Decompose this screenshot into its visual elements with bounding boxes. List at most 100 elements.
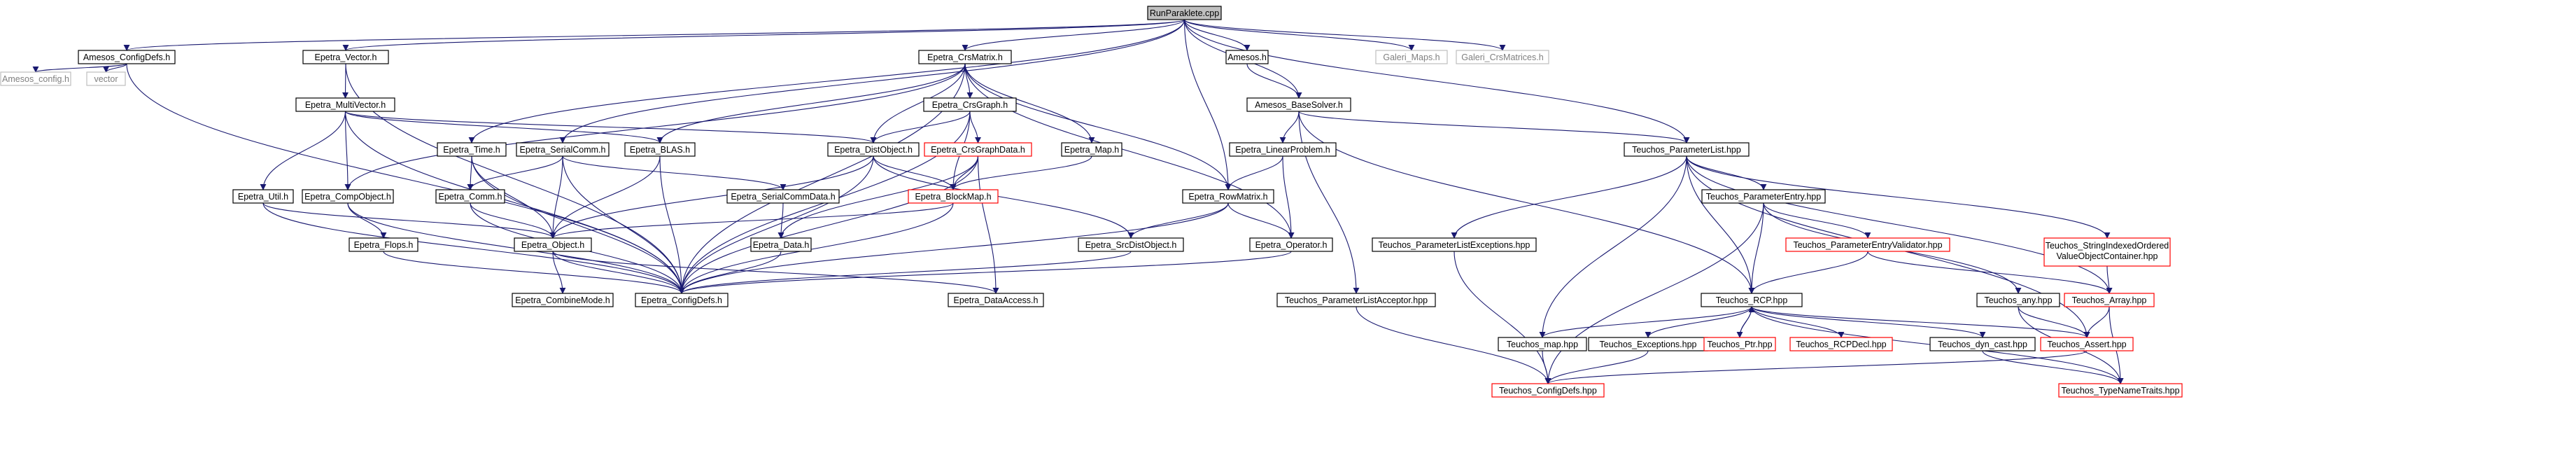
- node-epetra-comp-object[interactable]: Epetra_CompObject.h: [302, 189, 394, 204]
- node-epetra-config-defs[interactable]: Epetra_ConfigDefs.h: [635, 293, 729, 307]
- node-box: [1498, 337, 1587, 351]
- edge-teuchos-rcp-to-teuchos-exceptions: [1645, 306, 1752, 338]
- edge-epetra-dist-object-to-epetra-config-defs: [678, 155, 874, 294]
- edge-run-paraklete-to-epetra-time: [468, 19, 1185, 144]
- node-teuchos-parameter-list-acceptor[interactable]: Teuchos_ParameterListAcceptor.hpp: [1276, 293, 1436, 307]
- edge-amesos-base-solver-to-epetra-linear-problem: [1279, 111, 1300, 144]
- node-box: [349, 237, 418, 252]
- node-epetra-serial-comm[interactable]: Epetra_SerialComm.h: [516, 142, 610, 157]
- node-amesos-config-defs[interactable]: Amesos_ConfigDefs.h: [78, 50, 176, 64]
- edge-teuchos-parameter-entry-to-teuchos-parameter-entry-validator: [1763, 202, 1871, 239]
- node-galeri-crs-matrices[interactable]: Galeri_CrsMatrices.h: [1456, 50, 1549, 64]
- node-vector[interactable]: vector: [86, 71, 126, 86]
- node-box: [1249, 237, 1333, 252]
- node-amesos-h[interactable]: Amesos.h: [1225, 50, 1269, 64]
- edge-epetra-serial-comm-data-to-epetra-data: [777, 202, 784, 239]
- node-box: [1701, 293, 1803, 307]
- node-teuchos-ptr[interactable]: Teuchos_Ptr.hpp: [1703, 337, 1776, 351]
- node-teuchos-any[interactable]: Teuchos_any.hpp: [1976, 293, 2060, 307]
- node-epetra-blas[interactable]: Epetra_BLAS.h: [624, 142, 696, 157]
- node-epetra-operator[interactable]: Epetra_Operator.h: [1249, 237, 1333, 252]
- node-label: Epetra_Object.h: [521, 240, 584, 250]
- node-teuchos-config-defs[interactable]: Teuchos_ConfigDefs.hpp: [1491, 383, 1605, 398]
- node-epetra-serial-comm-data[interactable]: Epetra_SerialCommData.h: [726, 189, 840, 204]
- edge-run-paraklete-to-epetra-crs-matrix: [962, 19, 1185, 51]
- node-teuchos-map[interactable]: Teuchos_map.hpp: [1498, 337, 1587, 351]
- node-label: Teuchos_RCPDecl.hpp: [1796, 340, 1886, 349]
- node-box: [435, 189, 505, 204]
- edge-teuchos-rcp-to-teuchos-dyn-cast: [1751, 306, 1986, 338]
- node-label: Epetra_CrsMatrix.h: [927, 53, 1003, 62]
- node-teuchos-string-indexed[interactable]: Teuchos_StringIndexedOrderedValueObjectC…: [2043, 237, 2171, 267]
- edge-epetra-operator-to-epetra-config-defs: [678, 251, 1292, 294]
- node-epetra-comm[interactable]: Epetra_Comm.h: [435, 189, 505, 204]
- node-epetra-crs-graph-data[interactable]: Epetra_CrsGraphData.h: [924, 142, 1032, 157]
- node-teuchos-dyn-cast[interactable]: Teuchos_dyn_cast.hpp: [1929, 337, 2036, 351]
- node-label: Epetra_Vector.h: [315, 53, 377, 62]
- node-epetra-combine-mode[interactable]: Epetra_CombineMode.h: [512, 293, 614, 307]
- node-epetra-data[interactable]: Epetra_Data.h: [750, 237, 812, 252]
- node-box: [1225, 50, 1269, 64]
- node-teuchos-exceptions[interactable]: Teuchos_Exceptions.hpp: [1588, 337, 1708, 351]
- edge-epetra-data-to-epetra-config-defs: [678, 251, 782, 294]
- edge-amesos-h-to-amesos-base-solver: [1246, 63, 1302, 99]
- node-epetra-map[interactable]: Epetra_Map.h: [1061, 142, 1122, 157]
- node-box: [918, 50, 1012, 64]
- node-epetra-block-map[interactable]: Epetra_BlockMap.h: [908, 189, 999, 204]
- node-teuchos-parameter-entry[interactable]: Teuchos_ParameterEntry.hpp: [1701, 189, 1826, 204]
- node-epetra-row-matrix[interactable]: Epetra_RowMatrix.h: [1182, 189, 1274, 204]
- node-galeri-maps[interactable]: Galeri_Maps.h: [1375, 50, 1448, 64]
- node-run-paraklete[interactable]: RunParaklete.cpp: [1147, 6, 1222, 20]
- node-box: [302, 50, 389, 64]
- node-teuchos-parameter-entry-validator[interactable]: Teuchos_ParameterEntryValidator.hpp: [1785, 237, 1950, 252]
- node-epetra-multi-vector[interactable]: Epetra_MultiVector.h: [295, 97, 395, 112]
- edge-epetra-crs-graph-data-to-epetra-block-map: [950, 155, 979, 190]
- node-teuchos-rcp[interactable]: Teuchos_RCP.hpp: [1701, 293, 1803, 307]
- node-label: Epetra_SerialCommData.h: [731, 192, 835, 202]
- node-box: [0, 71, 71, 86]
- node-label: Teuchos_ConfigDefs.hpp: [1499, 386, 1597, 396]
- node-epetra-flops[interactable]: Epetra_Flops.h: [349, 237, 418, 252]
- node-epetra-time[interactable]: Epetra_Time.h: [437, 142, 507, 157]
- edge-teuchos-map-to-teuchos-config-defs: [1542, 350, 1551, 384]
- edge-epetra-serial-comm-to-epetra-config-defs: [562, 155, 685, 294]
- node-box: [1147, 6, 1222, 20]
- node-teuchos-rcp-decl[interactable]: Teuchos_RCPDecl.hpp: [1789, 337, 1893, 351]
- node-epetra-crs-graph[interactable]: Epetra_CrsGraph.h: [923, 97, 1017, 112]
- node-epetra-src-dist-object[interactable]: Epetra_SrcDistObject.h: [1078, 237, 1184, 252]
- node-label: Teuchos_ParameterEntry.hpp: [1706, 192, 1821, 202]
- edge-epetra-blas-to-epetra-object: [549, 155, 661, 239]
- node-epetra-crs-matrix[interactable]: Epetra_CrsMatrix.h: [918, 50, 1012, 64]
- node-teuchos-assert[interactable]: Teuchos_Assert.hpp: [2040, 337, 2134, 351]
- node-teuchos-array[interactable]: Teuchos_Array.hpp: [2064, 293, 2155, 307]
- edge-teuchos-parameter-list-to-teuchos-array: [1686, 155, 2113, 294]
- node-amesos-config[interactable]: Amesos_config.h: [0, 71, 71, 86]
- node-teuchos-parameter-list[interactable]: Teuchos_ParameterList.hpp: [1624, 142, 1750, 157]
- node-epetra-data-access[interactable]: Epetra_DataAccess.h: [948, 293, 1044, 307]
- edge-teuchos-parameter-list-to-teuchos-parameter-entry: [1686, 155, 1767, 190]
- edge-epetra-crs-matrix-to-epetra-comp-object: [344, 63, 966, 190]
- node-teuchos-type-name-traits[interactable]: Teuchos_TypeNameTraits.hpp: [2058, 383, 2183, 398]
- node-amesos-base-solver[interactable]: Amesos_BaseSolver.h: [1246, 97, 1351, 112]
- node-epetra-linear-problem[interactable]: Epetra_LinearProblem.h: [1229, 142, 1337, 157]
- node-box: [2043, 237, 2171, 267]
- edge-epetra-dist-object-to-epetra-src-dist-object: [873, 155, 1134, 239]
- edge-run-paraklete-to-galeri-crs-matrices: [1183, 19, 1506, 51]
- node-box: [1624, 142, 1750, 157]
- edge-epetra-multi-vector-to-epetra-comp-object: [344, 111, 351, 190]
- node-epetra-util[interactable]: Epetra_Util.h: [232, 189, 294, 204]
- edge-epetra-flops-to-epetra-config-defs: [383, 251, 685, 294]
- node-box: [2058, 383, 2183, 398]
- node-box: [2040, 337, 2134, 351]
- edge-run-paraklete-to-epetra-row-matrix: [1183, 19, 1232, 190]
- node-epetra-object[interactable]: Epetra_Object.h: [514, 237, 592, 252]
- node-teuchos-parameter-list-exceptions[interactable]: Teuchos_ParameterListExceptions.hpp: [1372, 237, 1537, 252]
- node-label: Epetra_MultiVector.h: [305, 100, 386, 110]
- edge-amesos-config-defs-to-epetra-config-defs: [126, 63, 685, 294]
- node-epetra-dist-object[interactable]: Epetra_DistObject.h: [827, 142, 920, 157]
- edge-epetra-crs-graph-data-to-epetra-data: [777, 155, 979, 239]
- node-label: Epetra_BLAS.h: [630, 145, 690, 155]
- node-epetra-vector[interactable]: Epetra_Vector.h: [302, 50, 389, 64]
- node-label: Teuchos_TypeNameTraits.hpp: [2061, 386, 2179, 396]
